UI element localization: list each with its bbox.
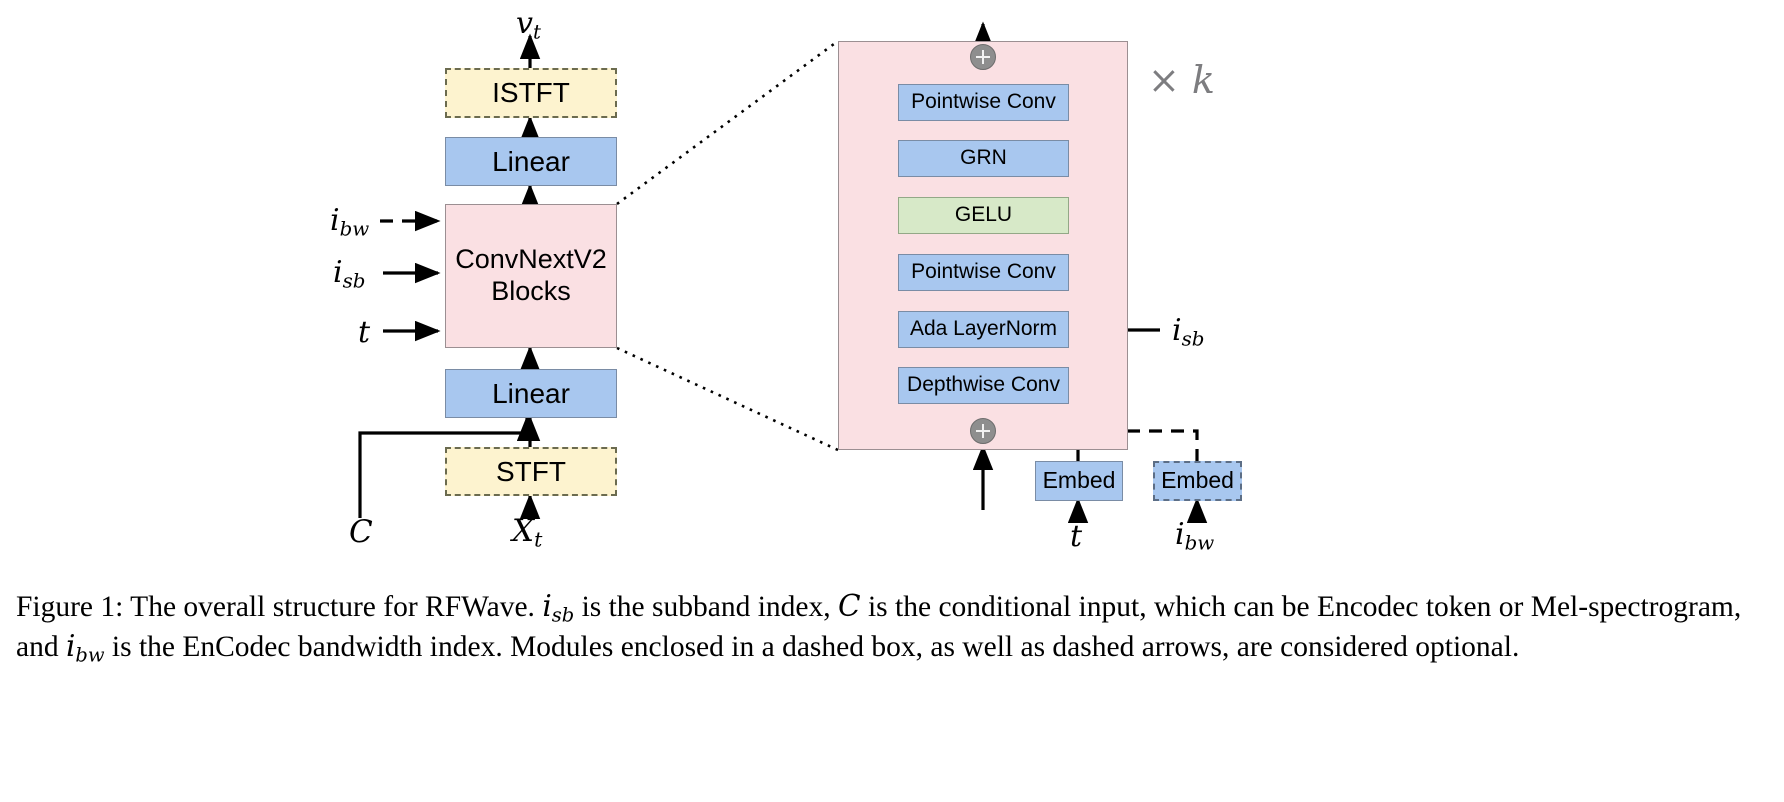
node-grn[interactable]: GRN (898, 140, 1069, 177)
caption-part-4: Encodec token or Mel-spectrogram, and (16, 591, 1742, 664)
label-input-ibw: ibw (330, 203, 370, 241)
node-embed-t[interactable]: Embed (1035, 461, 1123, 501)
callout-line-bottom (616, 346, 839, 452)
node-convnextv2-blocks[interactable]: ConvNextV2 Blocks (445, 204, 617, 348)
label-input-xt: Xt (512, 513, 543, 552)
node-linear-bottom[interactable]: Linear (445, 369, 617, 418)
node-gelu[interactable]: GELU (898, 197, 1069, 234)
caption-math-isb: isb (542, 589, 575, 627)
node-stft[interactable]: STFT (445, 447, 617, 496)
caption-math-c: C (838, 589, 861, 623)
figure-caption: Figure 1: The overall structure for RFWa… (16, 588, 1772, 669)
node-pointwise-conv-1[interactable]: Pointwise Conv (898, 254, 1069, 291)
label-input-isb: isb (333, 255, 366, 293)
label-detail-isb: isb (1172, 313, 1205, 351)
residual-add-bottom-icon (970, 418, 996, 444)
node-depthwise-conv[interactable]: Depthwise Conv (898, 367, 1069, 404)
caption-part-1: Figure 1: The overall structure for RFWa… (16, 591, 543, 623)
callout-line-top (616, 39, 839, 206)
caption-part-3: is the conditional input, which can be (860, 591, 1310, 623)
node-pointwise-conv-2[interactable]: Pointwise Conv (898, 84, 1069, 121)
residual-add-top-icon (970, 44, 996, 70)
caption-math-ibw: ibw (65, 629, 105, 667)
caption-part-6: box, as well as dashed arrows, are consi… (871, 631, 1520, 664)
caption-part-5: is the EnCodec bandwidth index. Modules … (104, 631, 864, 664)
node-ada-layernorm[interactable]: Ada LayerNorm (898, 311, 1069, 348)
label-embed-ibw-input: ibw (1175, 517, 1215, 555)
label-repeat-k: × k (1148, 58, 1215, 102)
caption-part-2: is the subband index, (574, 591, 839, 623)
label-input-t: t (358, 315, 371, 350)
node-linear-top[interactable]: Linear (445, 137, 617, 186)
label-embed-t-input: t (1070, 519, 1083, 554)
node-embed-ibw[interactable]: Embed (1153, 461, 1242, 501)
label-output-vt: vt (516, 6, 541, 44)
label-input-c: C (349, 514, 373, 550)
node-istft[interactable]: ISTFT (445, 68, 617, 118)
